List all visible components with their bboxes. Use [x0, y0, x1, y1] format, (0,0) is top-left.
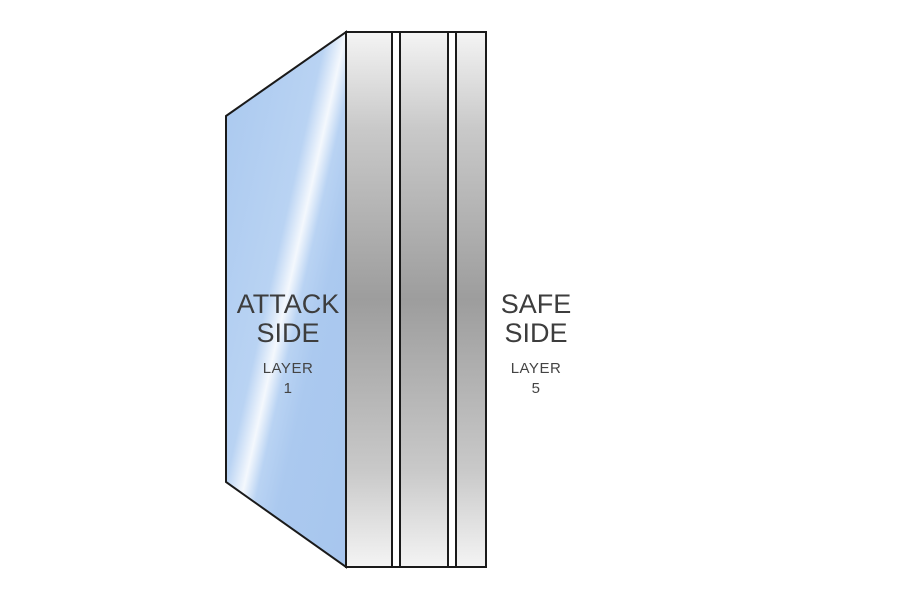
layer-edge-4 — [447, 31, 457, 568]
safe-side-title-line1: SAFE — [500, 289, 572, 319]
attack-side-title-line2: SIDE — [256, 318, 320, 348]
attack-side-title-line1: ATTACK — [236, 289, 340, 319]
attack-side-title: ATTACK SIDE — [218, 290, 358, 348]
safe-side-layer-label: LAYER 5 — [466, 359, 606, 399]
attack-layer-number: 1 — [283, 380, 293, 397]
layer-edge-2 — [391, 31, 401, 568]
attack-side-layer-label: LAYER 1 — [218, 359, 358, 399]
safe-layer-word: LAYER — [510, 360, 562, 377]
safe-side-title: SAFE SIDE — [466, 290, 606, 348]
attack-layer-word: LAYER — [262, 360, 314, 377]
safe-side-title-line2: SIDE — [504, 318, 568, 348]
safe-layer-number: 5 — [531, 380, 541, 397]
layer-edge-3 — [399, 31, 449, 568]
layer-edge-5 — [455, 31, 487, 568]
